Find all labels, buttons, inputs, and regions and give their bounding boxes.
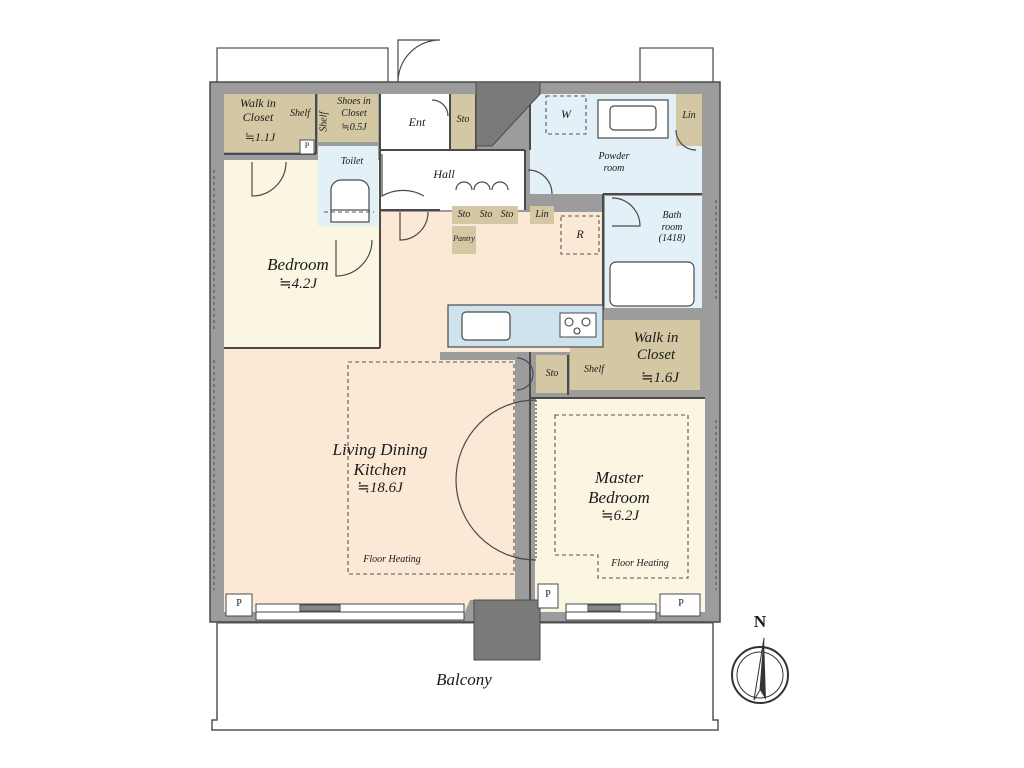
interior-walls bbox=[224, 94, 705, 600]
storage-ldk-label: Sto bbox=[545, 368, 559, 379]
walk-in-closet-nw-shelf: Shelf bbox=[290, 108, 310, 119]
linen-powder-label: Lin bbox=[682, 110, 696, 121]
walk-in-closet-se-label: Walk in Closet bbox=[633, 330, 679, 364]
north-compass bbox=[731, 637, 789, 704]
master-bedroom-label: Master Bedroom bbox=[588, 468, 650, 507]
outside-lines bbox=[216, 47, 714, 82]
south-windows bbox=[255, 603, 657, 621]
toilet-label: Toilet bbox=[340, 156, 364, 167]
compass-north-label: N bbox=[753, 612, 767, 631]
pantry-label: Pantry bbox=[453, 234, 475, 243]
hall-label: Hall bbox=[433, 167, 455, 181]
storage-ent-label: Sto bbox=[456, 114, 470, 125]
door-swings bbox=[251, 39, 697, 561]
dashed-outlines bbox=[324, 95, 689, 579]
walk-in-closet-se-size: ≒1.6J bbox=[641, 370, 679, 386]
kitchen-counter bbox=[447, 304, 604, 348]
bedroom-size: ≒4.2J bbox=[279, 276, 317, 292]
pipe-space-boxes bbox=[225, 139, 701, 617]
walk-in-closet-se-shelf: Shelf bbox=[584, 364, 604, 375]
storage-hall-3: Sto bbox=[500, 209, 514, 220]
structural-columns bbox=[473, 81, 541, 661]
entrance-label: Ent bbox=[408, 115, 426, 129]
laundry-label: W bbox=[561, 107, 571, 121]
ldk-label: Living Dining Kitchen bbox=[332, 440, 428, 479]
bath-room-label: Bath room (1418) bbox=[658, 210, 686, 244]
bedroom-label: Bedroom bbox=[267, 255, 329, 274]
master-bedroom-size: ≒6.2J bbox=[601, 508, 639, 524]
pipe-space-2: P bbox=[236, 598, 242, 609]
shoes-in-closet-label: Shoes in Closet bbox=[337, 96, 371, 119]
walk-in-closet-nw-label: Walk in Closet bbox=[240, 96, 276, 124]
pipe-space-3: P bbox=[545, 589, 551, 600]
storage-hall-1: Sto bbox=[457, 209, 471, 220]
linen-hall-label: Lin bbox=[535, 209, 549, 220]
ldk-size: ≒18.6J bbox=[357, 480, 403, 496]
master-bedroom-floor-heating: Floor Heating bbox=[611, 558, 669, 569]
balcony-area bbox=[211, 622, 719, 731]
shoes-in-closet-shelf: Shelf bbox=[318, 111, 330, 132]
balcony-label: Balcony bbox=[436, 670, 492, 689]
side-windows bbox=[213, 170, 717, 590]
walk-in-closet-nw-size: ≒1.1J bbox=[244, 130, 276, 144]
pipe-space-1: P bbox=[304, 141, 310, 150]
powder-room-label: Powder room bbox=[598, 151, 630, 174]
shoes-in-closet-size: ≒0.5J bbox=[341, 122, 367, 133]
ldk-floor-heating: Floor Heating bbox=[363, 554, 421, 565]
bath-fixtures bbox=[330, 99, 695, 307]
storage-hall-2: Sto bbox=[479, 209, 493, 220]
pipe-space-4: P bbox=[678, 598, 684, 609]
refrigerator-label: R bbox=[576, 227, 584, 241]
